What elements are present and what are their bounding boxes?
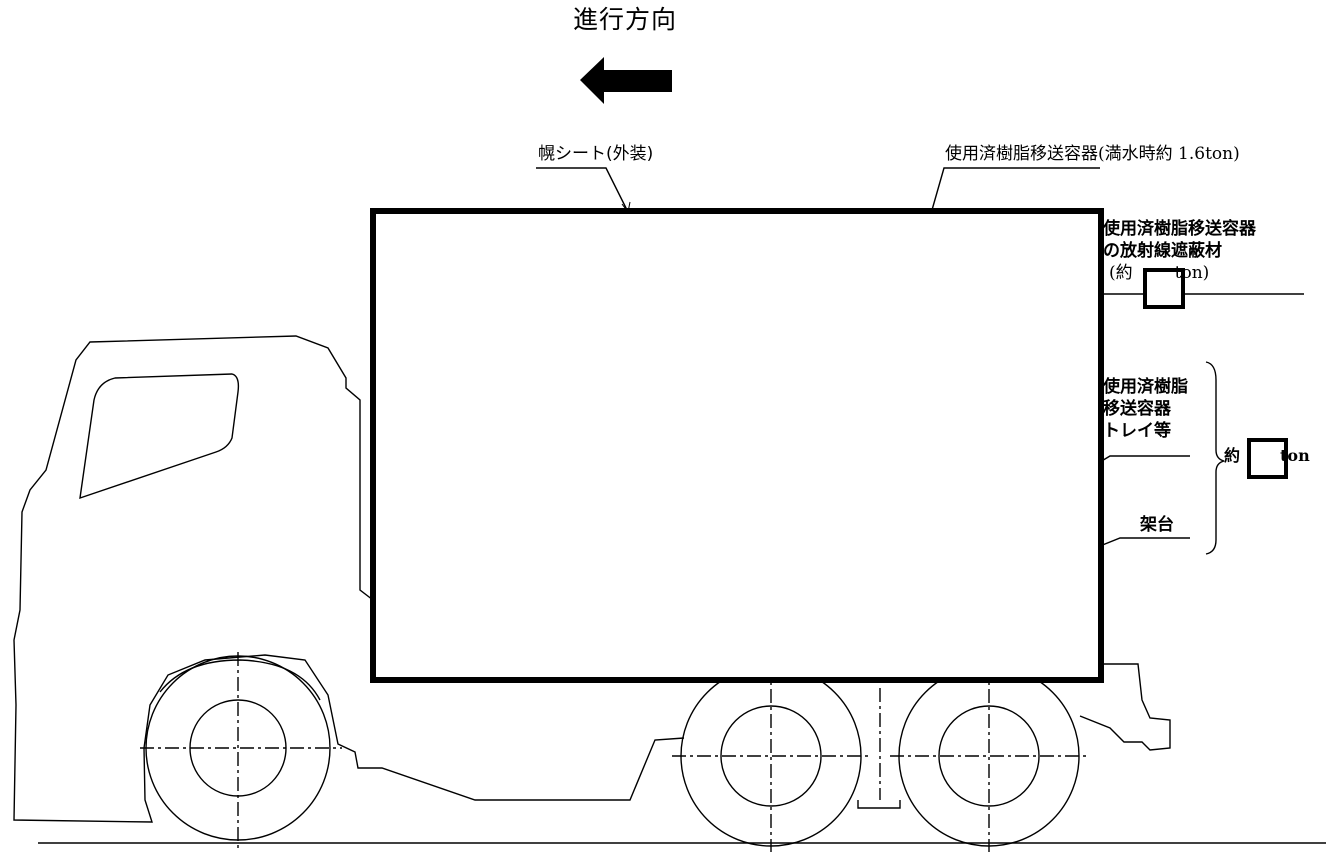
redacted-total-weight (1247, 438, 1288, 479)
total-weight-brace (1205, 361, 1225, 555)
front-wheel (140, 652, 342, 852)
shield-label-line1: 使用済樹脂移送容器 (1103, 219, 1256, 239)
cab-outline (13, 335, 685, 823)
tray-label: 使用済樹脂 移送容器 トレイ等 (1103, 376, 1188, 442)
container-label-weight: (満水時約 1.6ton) (1098, 144, 1240, 164)
total-weight-suffix: ton (1280, 446, 1310, 465)
shield-weight-suffix: ton) (1174, 263, 1210, 283)
total-weight-label: 約 ton (1224, 446, 1310, 465)
tray-label-line1: 使用済樹脂 (1103, 377, 1188, 397)
container-leader (931, 167, 1100, 211)
canvas-sheet-leader (536, 167, 629, 213)
container-label: 使用済樹脂移送容器(満水時約 1.6ton) (945, 144, 1240, 165)
direction-label: 進行方向 (573, 5, 678, 34)
rear-wheel-2 (890, 664, 1090, 852)
shield-weight-label: (約 ton) (1103, 262, 1256, 284)
front-wheel-arch (159, 659, 321, 701)
tray-label-line3: トレイ等 (1103, 421, 1171, 441)
tray-label-line2: 移送容器 (1103, 399, 1171, 419)
shield-weight-prefix: (約 (1109, 263, 1133, 283)
cab-window (79, 373, 240, 500)
rear-bumper (1079, 663, 1171, 751)
tray-leader (1099, 455, 1190, 463)
rear-wheel-1 (672, 664, 870, 852)
stand-leader (1099, 537, 1190, 547)
redacted-shield-weight (1143, 268, 1185, 309)
canvas-sheet-label: 幌シート(外装) (538, 144, 654, 164)
total-weight-prefix: 約 (1224, 446, 1241, 465)
shield-label: 使用済樹脂移送容器 の放射線遮蔽材 (約 ton) (1103, 218, 1256, 284)
shield-label-line2: の放射線遮蔽材 (1103, 241, 1222, 261)
direction-arrow-icon (580, 57, 672, 104)
redacted-cargo-box (370, 208, 1104, 683)
container-label-name: 使用済樹脂移送容器 (945, 144, 1098, 164)
stand-label: 架台 (1140, 515, 1174, 535)
